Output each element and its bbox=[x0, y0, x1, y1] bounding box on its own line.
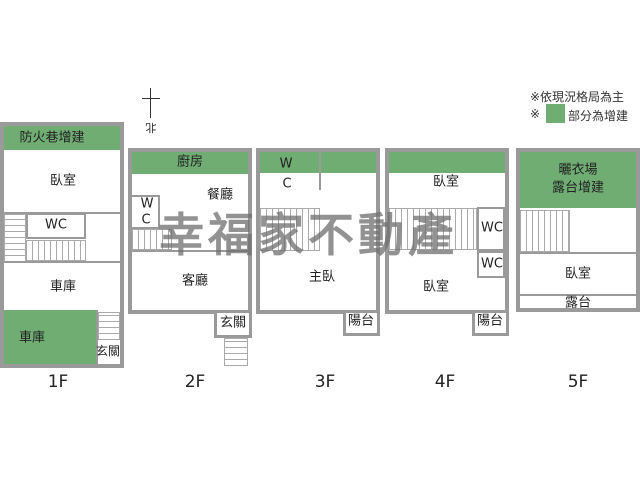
legend-green-swatch bbox=[546, 104, 565, 123]
garage-addition bbox=[4, 310, 98, 364]
room-label: C bbox=[282, 176, 292, 192]
room-label: 臥室 bbox=[564, 266, 592, 282]
room-label: WC bbox=[481, 220, 503, 236]
room-label: WC bbox=[481, 256, 503, 272]
wc-room bbox=[477, 207, 505, 251]
wc-room bbox=[26, 213, 86, 239]
stairs bbox=[98, 312, 120, 340]
room-label: 臥室 bbox=[422, 279, 450, 295]
room-label: 露台 bbox=[564, 295, 592, 311]
room-label: 臥室 bbox=[49, 173, 77, 189]
floor-label: 1F bbox=[47, 372, 69, 392]
stairs bbox=[132, 229, 172, 250]
room-label: WC bbox=[45, 217, 67, 233]
room-label: C bbox=[141, 212, 151, 228]
addition-area bbox=[389, 152, 505, 173]
fire-lane-addition bbox=[4, 126, 120, 150]
room-label: 餐廳 bbox=[206, 187, 234, 203]
room-label: 防火巷增建 bbox=[19, 130, 85, 146]
wc-room bbox=[477, 251, 505, 278]
north-label: 北 bbox=[145, 121, 157, 135]
room-label: 車庫 bbox=[18, 330, 46, 346]
entrance bbox=[214, 310, 252, 338]
stairs bbox=[520, 210, 570, 252]
legend-mark: ※ bbox=[530, 107, 541, 121]
room-label: 陽台 bbox=[347, 313, 375, 329]
stairs bbox=[224, 338, 248, 366]
watermark: 幸福家不動產 bbox=[158, 208, 458, 262]
room-label: W bbox=[140, 196, 154, 212]
drying-terrace-addition bbox=[520, 152, 636, 208]
floor-label: 2F bbox=[184, 372, 206, 392]
floor-label: 5F bbox=[567, 372, 589, 392]
room-label: 主臥 bbox=[308, 269, 336, 285]
stairs bbox=[4, 214, 26, 262]
room-label: 臥室 bbox=[432, 174, 460, 190]
floor-label: 4F bbox=[434, 372, 456, 392]
room-label: W bbox=[279, 156, 293, 172]
wc-room bbox=[130, 195, 160, 229]
room-label: 玄關 bbox=[219, 315, 247, 331]
room-label: 玄關 bbox=[95, 344, 121, 359]
room-label: 陽台 bbox=[476, 313, 504, 329]
floor-label: 3F bbox=[314, 372, 336, 392]
room-label: 廚房 bbox=[176, 154, 204, 170]
legend-note: ※依現況格局為主 bbox=[530, 90, 625, 104]
room-label: 車庫 bbox=[49, 279, 77, 295]
legend-addition-note: 部分為增建 bbox=[568, 109, 629, 123]
stairs bbox=[260, 208, 320, 251]
stairs bbox=[26, 240, 86, 261]
room-label: 曬衣場 bbox=[558, 162, 598, 178]
balcony bbox=[472, 310, 509, 336]
kitchen bbox=[132, 152, 248, 174]
balcony bbox=[343, 310, 380, 336]
room-label: 客廳 bbox=[181, 273, 209, 289]
room-label: 露台增建 bbox=[551, 180, 605, 196]
addition-area bbox=[260, 152, 376, 173]
stairs bbox=[389, 208, 477, 250]
